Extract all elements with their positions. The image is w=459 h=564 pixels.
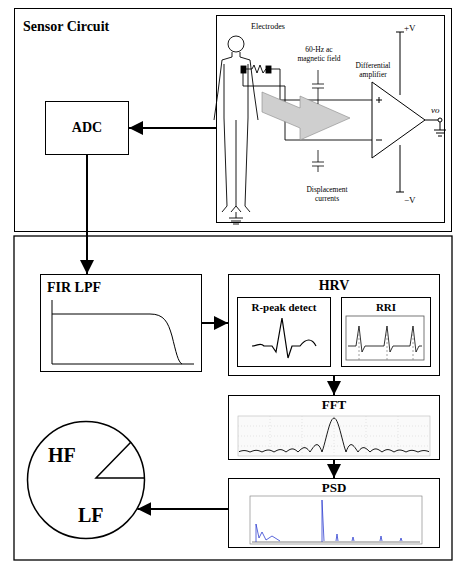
electrode-wiring (246, 65, 266, 73)
result-circle: HF LF (26, 420, 146, 540)
amplifier-symbol (396, 145, 404, 192)
annotation-text: 60-Hz ac magnetic field (291, 46, 347, 63)
process-box: PSD (228, 478, 440, 548)
illustration-frame: Electrodes 60-Hz ac magnetic fieldDisplac… (216, 15, 445, 223)
human-figure (228, 36, 244, 52)
node-title: FIR LPF (47, 275, 101, 296)
flow-arrow (333, 460, 335, 478)
electrode-wiring (271, 69, 372, 100)
amplifier-symbol (372, 32, 446, 192)
fft-plot (238, 416, 430, 456)
annotation-text: Displacement currents (295, 186, 359, 203)
electrode-wiring (243, 73, 372, 140)
annotation-text: Differential amplifier (348, 62, 398, 79)
displacement-band (312, 150, 324, 172)
panel: Electrodes 60-Hz ac magnetic fieldDisplac… (14, 8, 452, 232)
divider-line (96, 442, 145, 478)
amplifier-symbol (376, 97, 382, 140)
signal-label: −V (404, 196, 416, 205)
circle-outline (28, 422, 145, 539)
process-box: RRI (341, 297, 431, 367)
displacement-band (262, 70, 350, 172)
process-box: FFT (228, 395, 440, 460)
node-title: R-peak detect (251, 298, 316, 314)
rri-trace (346, 316, 424, 360)
displacement-band (312, 70, 324, 104)
node-title: PSD (322, 479, 347, 496)
node-title: FFT (322, 396, 347, 413)
processing-panel (14, 236, 452, 560)
psd-plot (256, 500, 402, 542)
electrode-wiring (266, 66, 271, 73)
amplifier-symbol (438, 118, 442, 122)
process-box: ADC (45, 101, 129, 155)
psd-plot (252, 542, 420, 543)
process-box: R-peak detect (237, 297, 331, 367)
electrode-wiring (241, 65, 372, 140)
psd-plot (250, 496, 422, 544)
rri-trace (359, 334, 413, 360)
node-title: ADC (72, 120, 102, 136)
annotation-text: Electrodes (243, 22, 293, 31)
lowpass-plot (52, 300, 194, 364)
rri-trace (346, 316, 424, 360)
electrode-wiring (241, 66, 246, 73)
amplifier-symbol (425, 120, 438, 121)
r-peak-waveform (252, 318, 316, 358)
fft-plot (238, 416, 430, 456)
flow-arrow (202, 322, 228, 324)
flow-arrow (86, 155, 88, 274)
signal-label: +V (404, 24, 416, 33)
node-title: RRI (376, 298, 396, 314)
fft-plot (239, 418, 429, 452)
flow-arrow (137, 508, 228, 510)
process-box: R-peak detect RRI HRV (228, 274, 440, 376)
annotation-text: HF (48, 444, 76, 467)
annotation-text: LF (78, 504, 104, 527)
amplifier-symbol (440, 122, 441, 130)
flow-arrow (333, 376, 335, 395)
fft-plot (238, 416, 430, 456)
process-box: FIR LPF (40, 274, 202, 372)
amplifier-symbol (396, 32, 404, 95)
node-title: HRV (319, 275, 350, 294)
signal-label: vo (431, 106, 440, 115)
flow-arrow (129, 127, 216, 129)
processing-panel (14, 236, 452, 560)
human-figure (214, 36, 258, 224)
node-title: Sensor Circuit (23, 9, 109, 35)
amplifier-symbol (372, 82, 425, 158)
displacement-band (262, 92, 350, 140)
lowpass-plot (52, 314, 182, 364)
lowpass-plot (52, 300, 194, 364)
r-peak-waveform (252, 318, 316, 358)
psd-plot (250, 496, 422, 544)
